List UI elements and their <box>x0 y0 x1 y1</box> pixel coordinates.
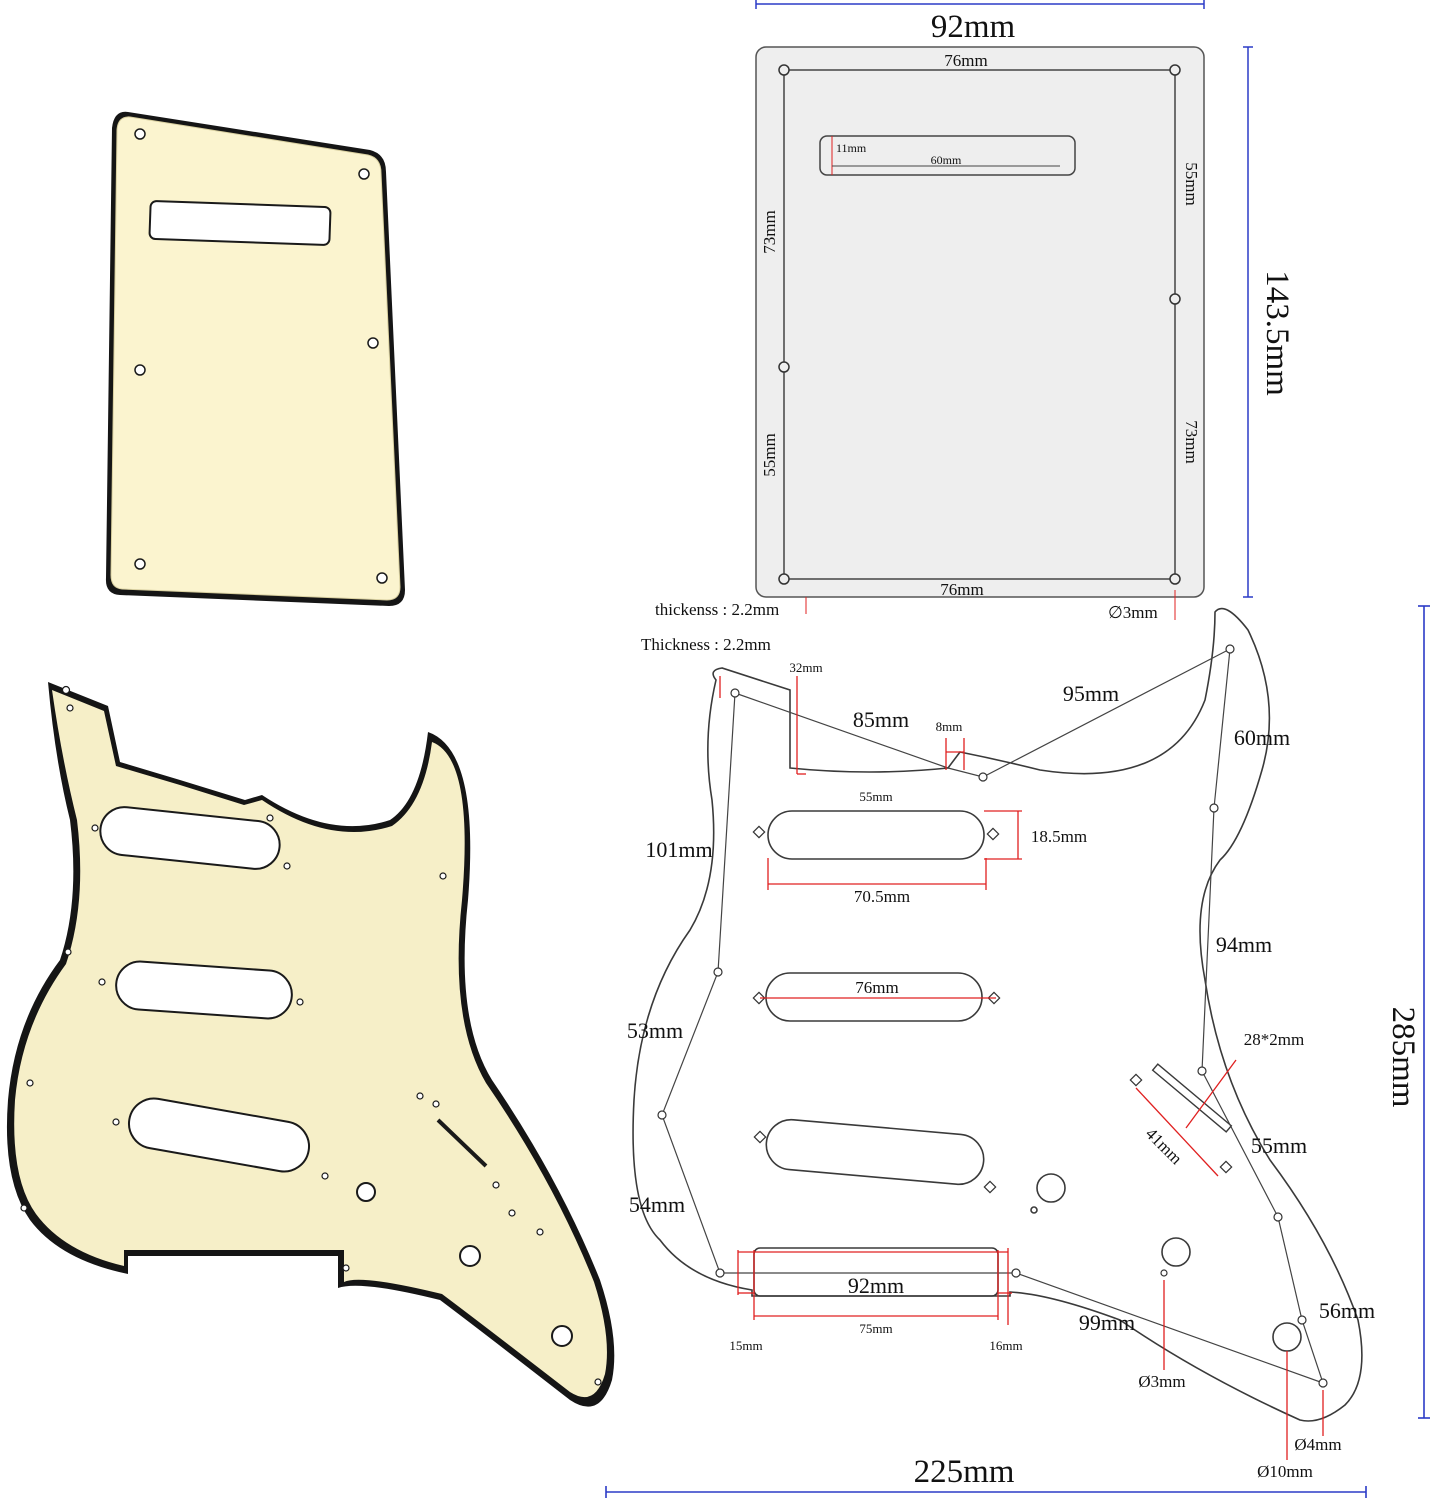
switch-slot-outline <box>1151 1063 1233 1133</box>
backplate-slot-outline <box>819 135 1076 176</box>
switch-slot-label: 28*2mm <box>1244 1030 1304 1049</box>
backplate-height-label: 143.5mm <box>1259 270 1295 396</box>
backplate-thickness-label: thickenss : 2.2mm <box>655 600 779 619</box>
hole-span-top-label: 76mm <box>944 51 987 70</box>
bridge-pickup-slot <box>128 1097 310 1173</box>
left-lower-label: 55mm <box>760 433 779 476</box>
right-lower-label: 73mm <box>1182 420 1201 463</box>
overall-width-label: 225mm <box>914 1454 1015 1490</box>
left-upper-dim-label: 101mm <box>645 837 712 862</box>
cream-backplate-render <box>105 111 405 607</box>
bottom-span-label: 92mm <box>848 1273 904 1298</box>
notch-width-label: 32mm <box>789 660 822 675</box>
slot-width-label: 60mm <box>931 153 962 167</box>
backplate-slot <box>148 200 332 246</box>
overall-height-label: 285mm <box>1385 1007 1421 1108</box>
right-lower-dim-label: 56mm <box>1319 1298 1375 1323</box>
right-upper-dim-label: 94mm <box>1216 932 1272 957</box>
cavity-width-label: 55mm <box>859 789 892 804</box>
cream-pickguard-render <box>6 682 615 1407</box>
backplate-width-label: 92mm <box>931 9 1016 45</box>
switch-length-label: 41mm <box>1142 1124 1186 1168</box>
middle-pickup-slot <box>115 960 293 1020</box>
bridge-pickup-outline <box>765 1118 985 1186</box>
backplate-hole-label: ∅3mm <box>1108 603 1158 622</box>
left-mid-dim-label: 53mm <box>627 1018 683 1043</box>
bottom-right-label: 16mm <box>989 1338 1022 1353</box>
left-lower-dim-label: 54mm <box>629 1192 685 1217</box>
hole-4mm-label: Ø4mm <box>1294 1435 1341 1454</box>
pickguard-thickness-label: Thickness : 2.2mm <box>641 635 771 654</box>
middle-pickup-outline <box>765 972 983 1022</box>
pickguard-drawing: Thickness : 2.2mm 32mm 85mm 8mm 95mm 60m… <box>605 605 1430 1498</box>
slot-height-label: 11mm <box>836 141 867 155</box>
pickup-height-label: 18.5mm <box>1031 827 1087 846</box>
pickup-mid-span-label: 76mm <box>855 978 898 997</box>
right-mid-dim-label: 55mm <box>1251 1133 1307 1158</box>
horn-side-label: 60mm <box>1234 725 1290 750</box>
hole-span-bottom-label: 76mm <box>940 580 983 599</box>
backplate-drawing: 92mm 143.5mm 76mm 76mm 11mm 60mm 55mm 73… <box>655 0 1295 622</box>
left-upper-label: 73mm <box>760 210 779 253</box>
hole-10mm-label: Ø10mm <box>1257 1462 1313 1481</box>
horn-span-label: 95mm <box>1063 681 1119 706</box>
notch-depth-label: 8mm <box>936 719 963 734</box>
bottom-left-label: 15mm <box>729 1338 762 1353</box>
hole-3mm-label: Ø3mm <box>1138 1372 1185 1391</box>
top-span-label: 85mm <box>853 707 909 732</box>
neck-pickup-slot <box>99 806 281 870</box>
bottom-diag-label: 99mm <box>1079 1310 1135 1335</box>
bottom-inner-label: 75mm <box>859 1321 892 1336</box>
right-upper-label: 55mm <box>1182 162 1201 205</box>
neck-pickup-outline <box>767 810 985 860</box>
pickup-span-label: 70.5mm <box>854 887 910 906</box>
